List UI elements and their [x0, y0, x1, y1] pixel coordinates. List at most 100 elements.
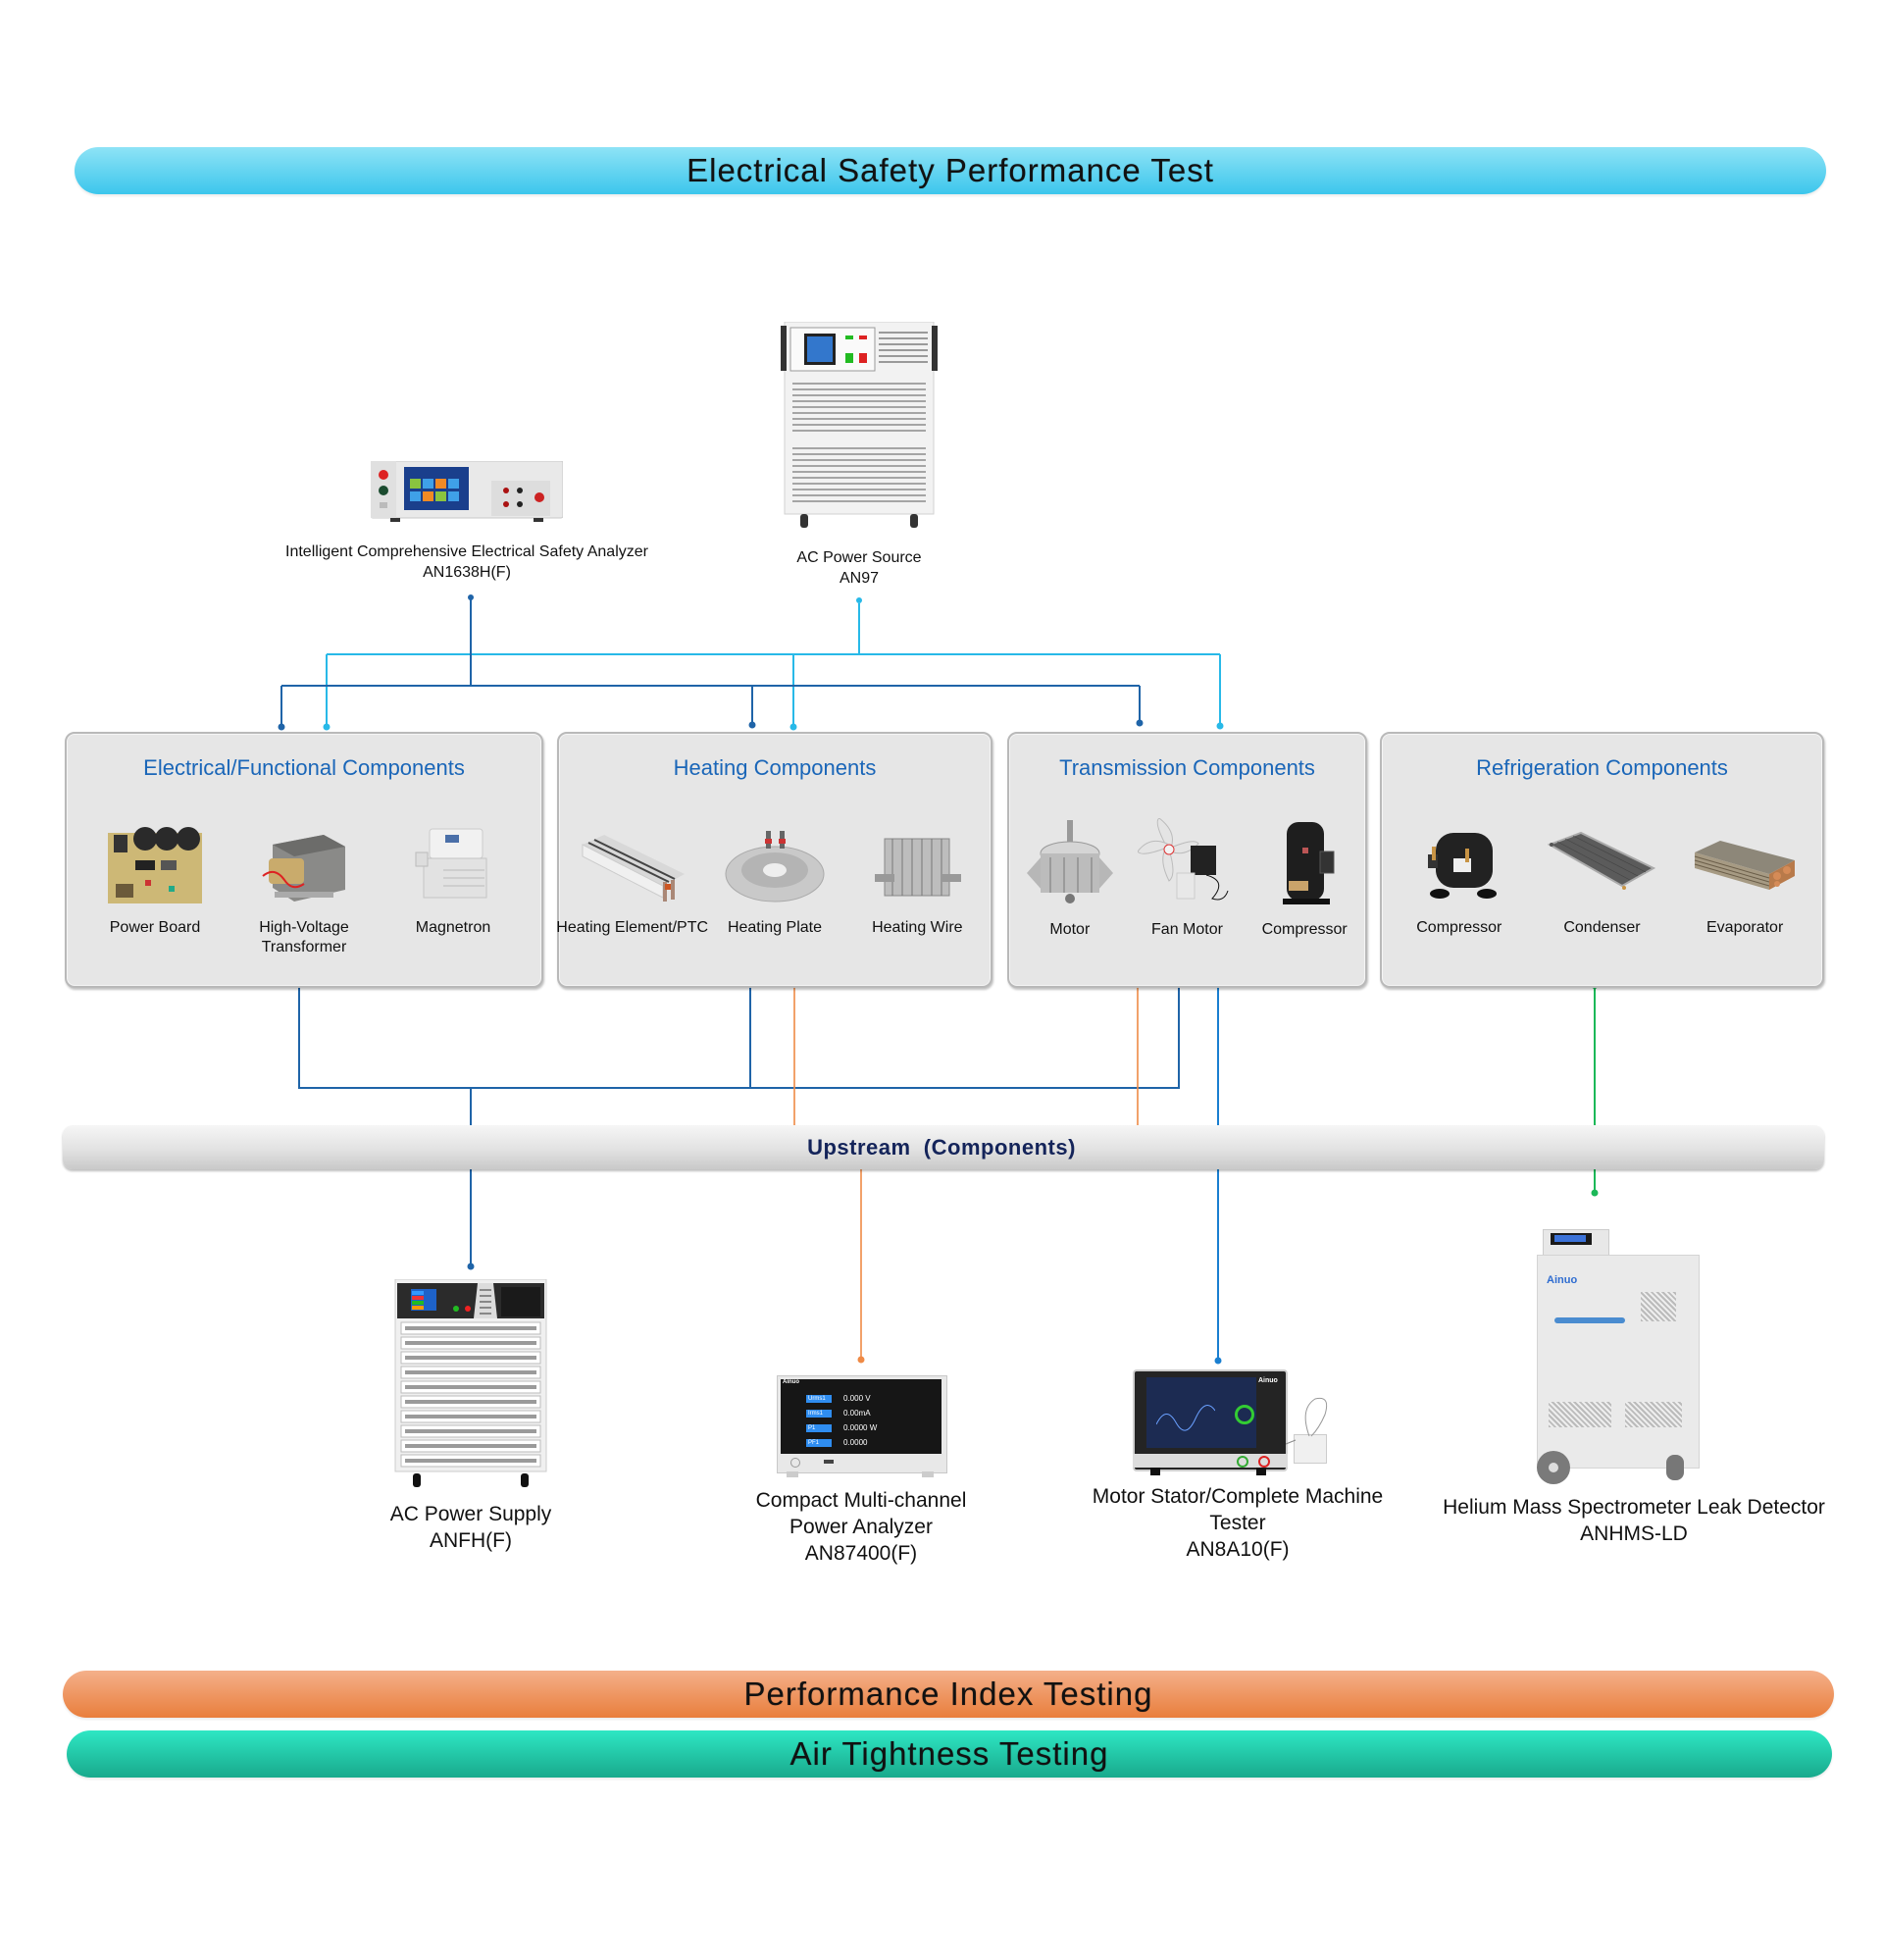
- group-transmission: Transmission Components Motor: [1007, 732, 1367, 988]
- motor-tester-model: AN8A10(F): [1186, 1538, 1290, 1561]
- analyzer-readout-row: PF1 0.0000: [806, 1435, 904, 1450]
- leak-detector-icon: Ainuo: [1537, 1229, 1704, 1488]
- component-item: Evaporator: [1676, 824, 1813, 938]
- group-title: Electrical/Functional Components: [143, 755, 465, 780]
- analyzer-value: 0.0000 W: [843, 1423, 878, 1432]
- motor-icon: [1026, 820, 1113, 903]
- wire-power-analyzer: [793, 984, 1139, 1360]
- component-item: Compressor: [1250, 818, 1358, 940]
- wire-dot: [1216, 722, 1224, 730]
- group-title: Heating Components: [673, 755, 877, 780]
- component-item: Compressor: [1391, 824, 1528, 938]
- group-title: Refrigeration Components: [1476, 755, 1728, 780]
- safety-analyzer-icon: [371, 461, 563, 522]
- performance-index-banner: Performance Index Testing: [63, 1671, 1834, 1718]
- analyzer-readout-row: Irms1 0.00mA: [806, 1406, 904, 1420]
- component-label: Power Board: [109, 919, 201, 936]
- ac-power-source-icon: [781, 322, 938, 528]
- leak-detector-brand: Ainuo: [1547, 1274, 1578, 1286]
- power-analyzer-model: AN87400(F): [804, 1542, 918, 1565]
- component-item: Heating Plate: [706, 824, 843, 938]
- performance-index-banner-label: Performance Index Testing: [743, 1676, 1153, 1712]
- leak-detector: Ainuo Helium Mass Spectrometer Leak Dete…: [1418, 1229, 1850, 1547]
- component-item: Condenser: [1533, 824, 1670, 938]
- ac-power-supply-model: ANFH(F): [430, 1529, 512, 1552]
- evaporator-icon: [1695, 841, 1796, 890]
- transformer-icon: [262, 835, 345, 902]
- component-label: Magnetron: [415, 919, 491, 936]
- upstream-components-bar: Upstream (Components): [63, 1125, 1824, 1169]
- analyzer-value: 0.00mA: [843, 1409, 871, 1418]
- wire-ac-power-source: [326, 603, 1221, 725]
- wire-dot: [856, 597, 862, 603]
- component-label: Compressor: [1416, 919, 1502, 936]
- wire-dot: [1136, 719, 1144, 727]
- analyzer-value: 0.0000: [843, 1438, 868, 1447]
- wire-dot: [1591, 1189, 1599, 1197]
- ac-power-supply: AC Power Supply ANFH(F): [333, 1279, 608, 1554]
- wire-dot: [467, 1263, 475, 1270]
- compressor-icon: [1427, 833, 1497, 899]
- group-refrigeration: Refrigeration Components Compressor: [1380, 732, 1824, 988]
- wire-dot: [789, 723, 797, 731]
- wire-dot: [748, 721, 756, 729]
- upstream-label: Upstream (Components): [807, 1134, 1076, 1160]
- ac-power-source: AC Power Source AN97: [761, 322, 957, 589]
- wire-dot: [323, 723, 331, 731]
- leak-detector-model: ANHMS-LD: [1580, 1522, 1688, 1545]
- group-electrical-functional: Electrical/Functional Components Power B…: [65, 732, 543, 988]
- component-label: Heating Element/PTC: [556, 919, 709, 936]
- component-item: High-Voltage Transformer: [235, 824, 373, 957]
- heating-wire-icon: [875, 838, 962, 897]
- electrical-safety-banner: Electrical Safety Performance Test: [75, 147, 1826, 194]
- magnetron-icon: [415, 828, 487, 899]
- heating-plate-icon: [725, 831, 825, 903]
- safety-analyzer-name: Intelligent Comprehensive Electrical Saf…: [285, 543, 648, 560]
- ac-power-source-name: AC Power Source: [796, 549, 922, 566]
- wire-dot: [1214, 1357, 1222, 1365]
- motor-tester-icon: Ainuo: [1133, 1369, 1343, 1483]
- motor-tester-name-line2: Tester: [1209, 1512, 1266, 1534]
- component-label: Evaporator: [1706, 919, 1784, 936]
- analyzer-param: PF1: [806, 1438, 832, 1447]
- motor-tester-name-line1: Motor Stator/Complete Machine: [1092, 1485, 1384, 1508]
- motor-tester-brand: Ainuo: [1258, 1377, 1278, 1384]
- ptc-heater-icon: [582, 835, 685, 902]
- condenser-icon: [1548, 831, 1656, 890]
- component-item: Heating Wire: [848, 824, 986, 938]
- fan-motor-icon: [1138, 818, 1229, 901]
- ac-power-source-model: AN97: [839, 570, 879, 587]
- component-label: High-Voltage Transformer: [259, 919, 349, 955]
- safety-analyzer: Intelligent Comprehensive Electrical Saf…: [261, 461, 673, 583]
- wire-dot: [278, 723, 285, 731]
- leak-detector-name: Helium Mass Spectrometer Leak Detector: [1443, 1496, 1825, 1519]
- component-item: Motor: [1016, 818, 1124, 940]
- air-tightness-banner: Air Tightness Testing: [67, 1730, 1832, 1778]
- scroll-compressor-icon: [1283, 822, 1335, 904]
- safety-analyzer-model: AN1638H(F): [423, 564, 511, 581]
- group-title: Transmission Components: [1059, 755, 1315, 780]
- component-item: Magnetron: [384, 824, 522, 957]
- component-label: Fan Motor: [1151, 921, 1223, 938]
- component-label: Condenser: [1563, 919, 1641, 936]
- power-analyzer-name-line2: Power Analyzer: [789, 1516, 933, 1538]
- ac-power-supply-icon: [394, 1279, 547, 1487]
- component-item: Heating Element/PTC: [556, 824, 708, 938]
- analyzer-readout-row: P1 0.0000 W: [806, 1420, 904, 1435]
- power-analyzer-name-line1: Compact Multi-channel: [755, 1489, 967, 1512]
- wire-safety-analyzer: [280, 597, 1141, 724]
- component-label: Heating Plate: [727, 919, 823, 936]
- analyzer-param: P1: [806, 1423, 832, 1432]
- component-label: Compressor: [1261, 921, 1348, 938]
- component-label: Heating Wire: [872, 919, 963, 936]
- component-item: Power Board: [86, 824, 224, 957]
- analyzer-param: Irms1: [806, 1409, 832, 1418]
- wire-dot: [857, 1356, 865, 1364]
- ac-power-supply-name: AC Power Supply: [389, 1503, 552, 1525]
- group-heating: Heating Components Heating Element/PTC: [556, 732, 992, 988]
- analyzer-value: 0.000 V: [843, 1394, 871, 1403]
- circuit-board-icon: [108, 827, 202, 903]
- component-item: Fan Motor: [1133, 818, 1241, 940]
